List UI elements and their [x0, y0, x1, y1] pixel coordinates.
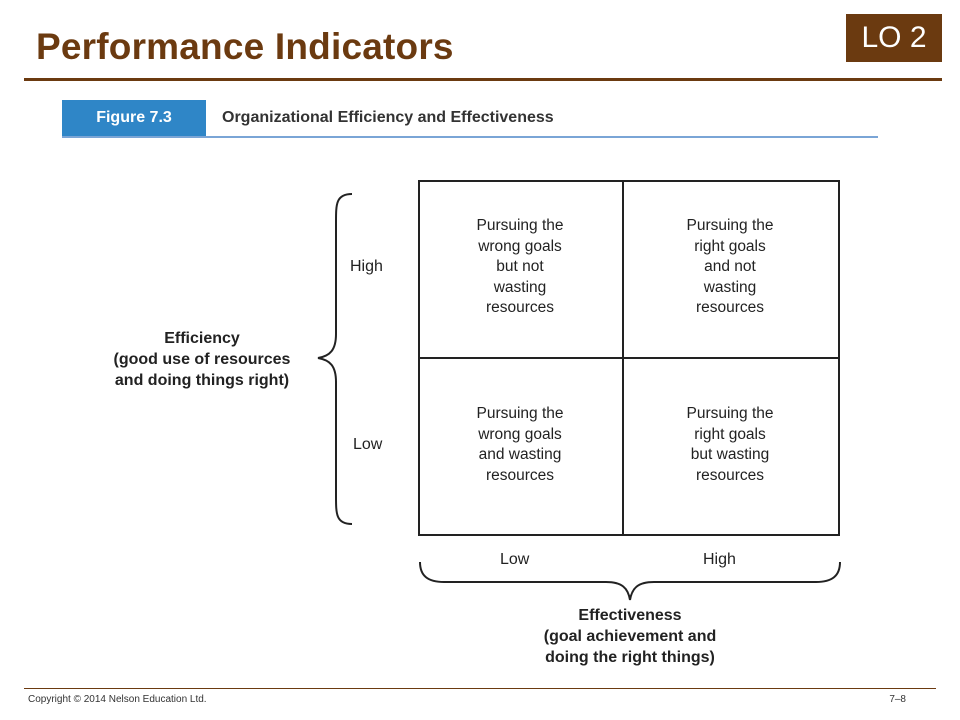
figure-label: Figure 7.3: [62, 100, 206, 136]
efficiency-axis-title: Efficiency (good use of resources and do…: [113, 330, 291, 389]
effectiveness-brace: [419, 561, 841, 601]
page-number: 7–8: [889, 694, 906, 705]
efficiency-brace: [317, 193, 353, 525]
copyright-notice: Copyright © 2014 Nelson Education Ltd.: [28, 694, 207, 705]
slide-title: Performance Indicators: [36, 26, 454, 67]
title-divider: [24, 78, 942, 81]
cell-low-efficiency-high-effectiveness: Pursuing the right goals but wasting res…: [686, 405, 774, 484]
figure-title: Organizational Efficiency and Effectiven…: [222, 109, 554, 126]
effectiveness-low-label: Low: [500, 551, 530, 568]
efficiency-low-label: Low: [353, 436, 383, 453]
learning-objective-badge: LO 2: [846, 14, 942, 62]
cell-high-efficiency-high-effectiveness: Pursuing the right goals and not wasting…: [686, 217, 774, 316]
matrix-horizontal-divider: [418, 357, 840, 359]
effectiveness-axis-title: Effectiveness (goal achievement and doin…: [543, 607, 717, 666]
footer-divider: [24, 688, 936, 689]
efficiency-high-label: High: [350, 258, 383, 275]
figure-header: Figure 7.3 Organizational Efficiency and…: [62, 100, 878, 138]
cell-high-efficiency-low-effectiveness: Pursuing the wrong goals but not wasting…: [476, 217, 564, 316]
effectiveness-high-label: High: [703, 551, 736, 568]
cell-low-efficiency-low-effectiveness: Pursuing the wrong goals and wasting res…: [476, 405, 564, 484]
